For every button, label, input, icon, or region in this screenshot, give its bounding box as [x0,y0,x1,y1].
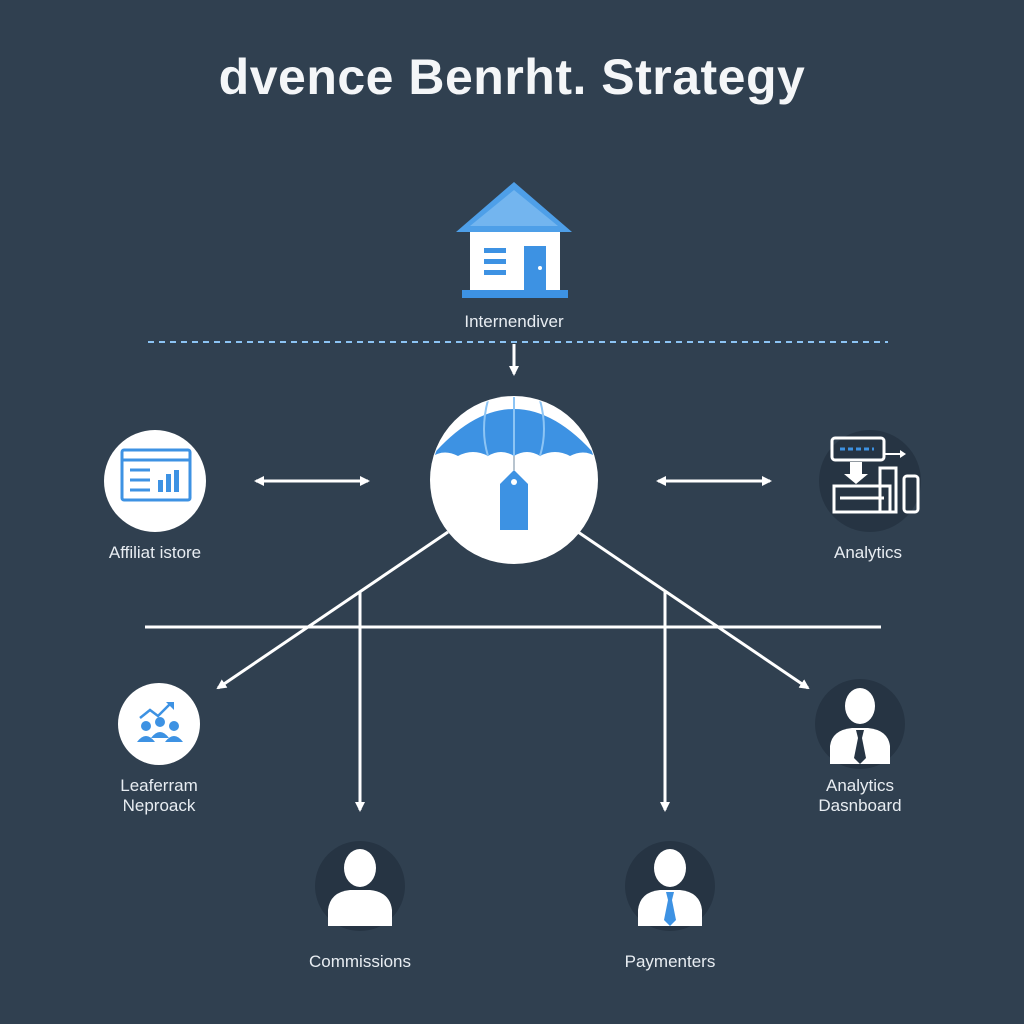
bottom-right-node-label-line2: Dasnboard [818,796,902,815]
bottom-right-node [815,679,905,769]
bottom-left-node-label: Leaferram Neproack [59,776,259,816]
center-node [430,396,598,564]
arrow-center-to-bottom-left [216,530,449,690]
bottom-left-node-label-line1: Leaferram [120,776,198,795]
bottom-center-left-node [315,841,405,931]
bottom-center-right-node [625,841,715,931]
house-icon [456,182,572,298]
person-icon [328,849,392,926]
bottom-center-left-node-label: Commissions [308,952,412,971]
arrow-center-to-bottom-right [577,530,810,690]
left-node [104,430,206,532]
bottom-left-node [118,683,200,765]
businessman-icon [830,688,890,764]
businessman-icon [638,849,702,926]
left-node-label: Affiliat istore [108,543,202,562]
parachute-tag-icon [431,397,597,530]
bottom-right-node-label: Analytics Dasnboard [760,776,960,816]
right-node [819,430,921,532]
team-growth-icon [137,702,183,742]
data-flow-icon [830,436,920,514]
diagram-title: dvence Benrht. Strategy [218,49,806,105]
top-node-label: Internendiver [464,312,564,331]
bottom-right-node-label-line1: Analytics [825,776,895,795]
bottom-center-right-node-label: Paymenters [624,952,716,971]
web-chart-icon [120,448,192,502]
right-node-label: Analytics [833,543,903,562]
bottom-left-node-label-line2: Neproack [122,796,196,815]
